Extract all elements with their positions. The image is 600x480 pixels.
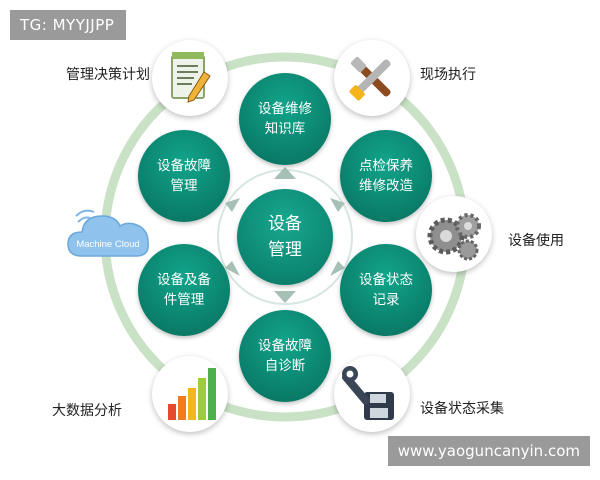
center-node-device-management: 设备 管理 [237,189,333,285]
node-maintenance-knowledge: 设备维修 知识库 [239,73,331,165]
label-field-execution: 现场执行 [420,67,476,83]
tools-icon [334,40,410,116]
watermark-tag: TG: MYYJJPP [10,10,127,40]
node-fault-management: 设备故障 管理 [138,130,230,222]
node-state-record: 设备状态 记录 [340,244,432,336]
node-spare-parts-management: 设备及备 件管理 [138,244,230,336]
direction-arrows [225,167,345,303]
label-device-usage: 设备使用 [508,233,564,249]
cloud-label: Machine Cloud [76,239,139,250]
arrow-lower-right [330,261,345,276]
label-decision-planning: 管理决策计划 [66,67,150,83]
arrow-upper-left [225,198,240,212]
website-url-badge: www.yaoguncanyin.com [387,436,590,466]
arrow-lower-left [225,261,240,276]
arrow-up [274,167,296,179]
arrow-down [274,291,296,303]
label-big-data-analysis: 大数据分析 [52,403,122,419]
node-inspection-upkeep: 点检保养 维修改造 [340,130,432,222]
gears-icon [416,196,492,272]
document-pencil-icon [152,40,228,116]
wrench-disk-icon [334,356,410,432]
node-fault-self-diagnosis: 设备故障 自诊断 [239,310,331,402]
label-state-collection: 设备状态采集 [420,401,504,417]
arrow-upper-right [330,198,345,212]
bar-chart-icon [152,356,228,432]
cloud-icon: Machine Cloud [67,209,149,257]
